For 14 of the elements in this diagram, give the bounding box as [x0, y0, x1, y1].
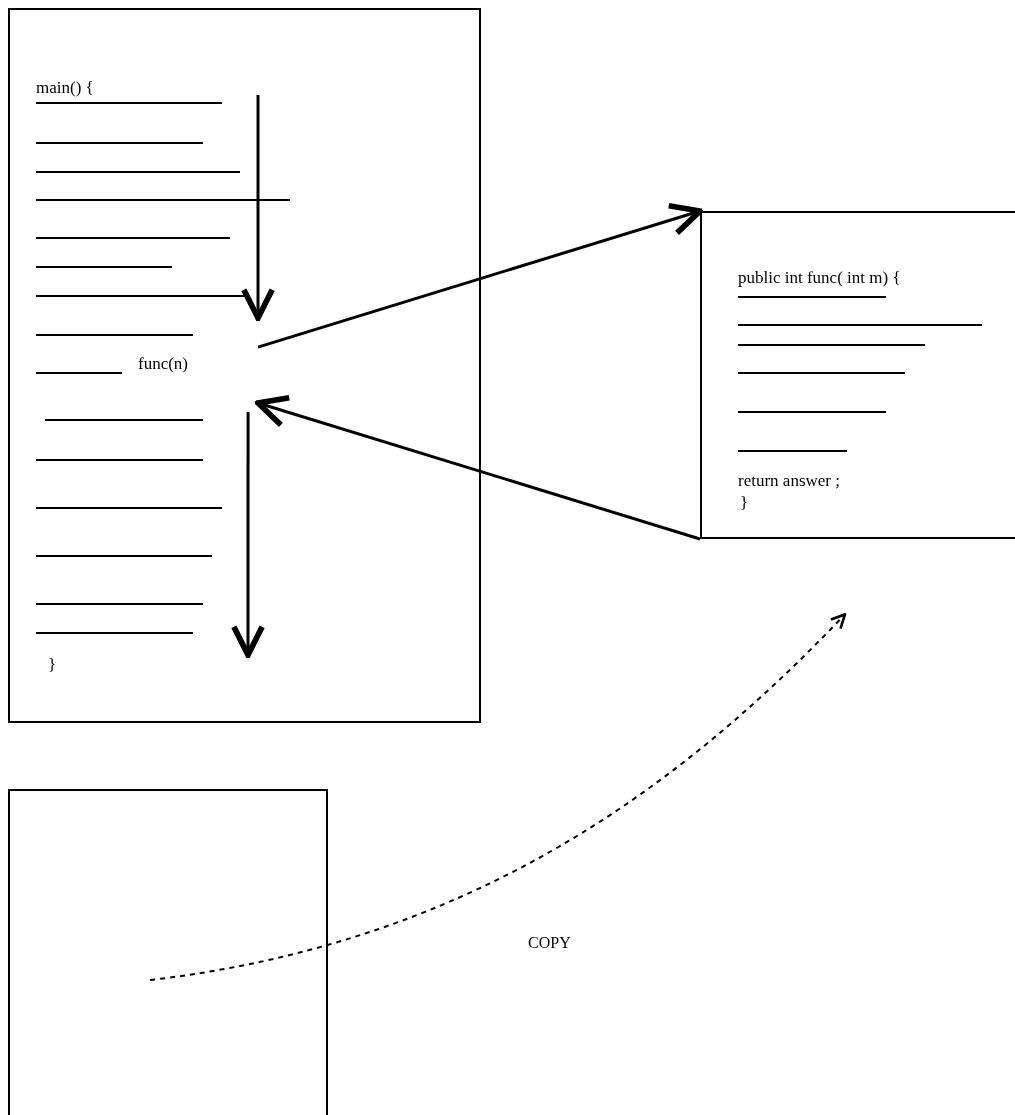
code-text: public int func( int m) { [738, 268, 901, 288]
blank-panel [8, 789, 328, 1115]
arrow [241, 95, 275, 321]
arrow [149, 613, 847, 982]
code-text: return answer ; [738, 471, 840, 491]
arrow [255, 394, 701, 541]
code-text: main() { [36, 78, 94, 98]
code-text: } [740, 493, 749, 513]
code-panel [8, 8, 481, 723]
function-panel [700, 211, 1015, 539]
arrow [257, 202, 703, 349]
function-call: func(n) [138, 318, 258, 412]
code-text: } [48, 655, 57, 675]
arrow [231, 412, 265, 658]
